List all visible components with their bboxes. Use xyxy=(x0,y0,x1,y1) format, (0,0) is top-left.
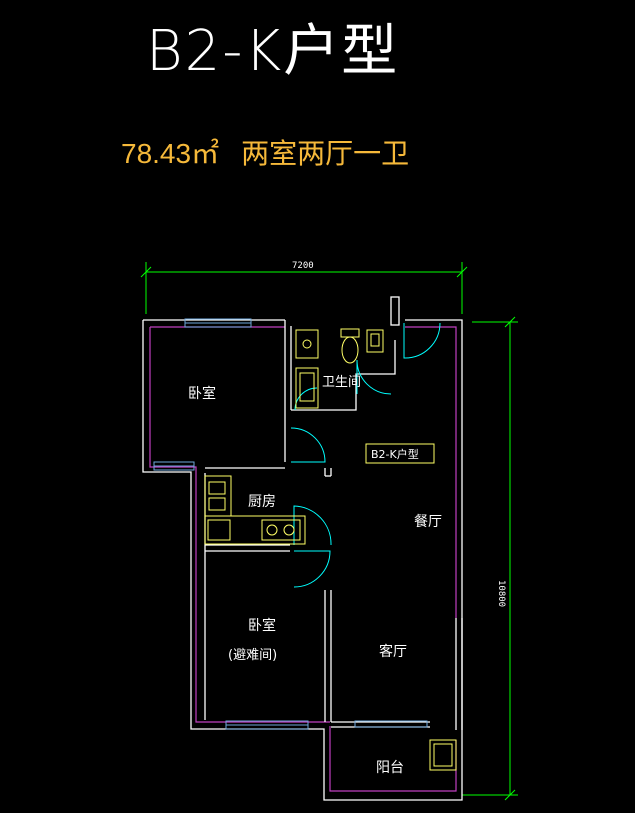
room-label-bedroom2-note: (避难间) xyxy=(228,648,277,663)
dim-width-label: 7200 xyxy=(292,261,314,271)
room-label-bathroom: 卫生间 xyxy=(322,375,361,390)
plan-title: B2-K户型 xyxy=(146,19,400,84)
room-label-kitchen: 厨房 xyxy=(248,494,276,510)
layout-value: 两室两厅一卫 xyxy=(241,138,410,169)
fixtures xyxy=(204,328,457,771)
room-label-balcony: 阳台 xyxy=(376,760,404,776)
area-value: 78.43㎡ xyxy=(121,138,220,169)
room-label-living: 客厅 xyxy=(379,643,407,660)
type-label-box xyxy=(365,443,435,464)
room-label-bedroom2: 卧室 xyxy=(248,617,276,634)
dimension-lines xyxy=(140,262,518,801)
type-label-text: B2-K户型 xyxy=(371,447,419,461)
room-label-bedroom1: 卧室 xyxy=(188,385,216,402)
windows xyxy=(153,318,428,730)
room-label-dining: 餐厅 xyxy=(414,514,442,530)
dim-height-label: 10800 xyxy=(496,580,506,607)
